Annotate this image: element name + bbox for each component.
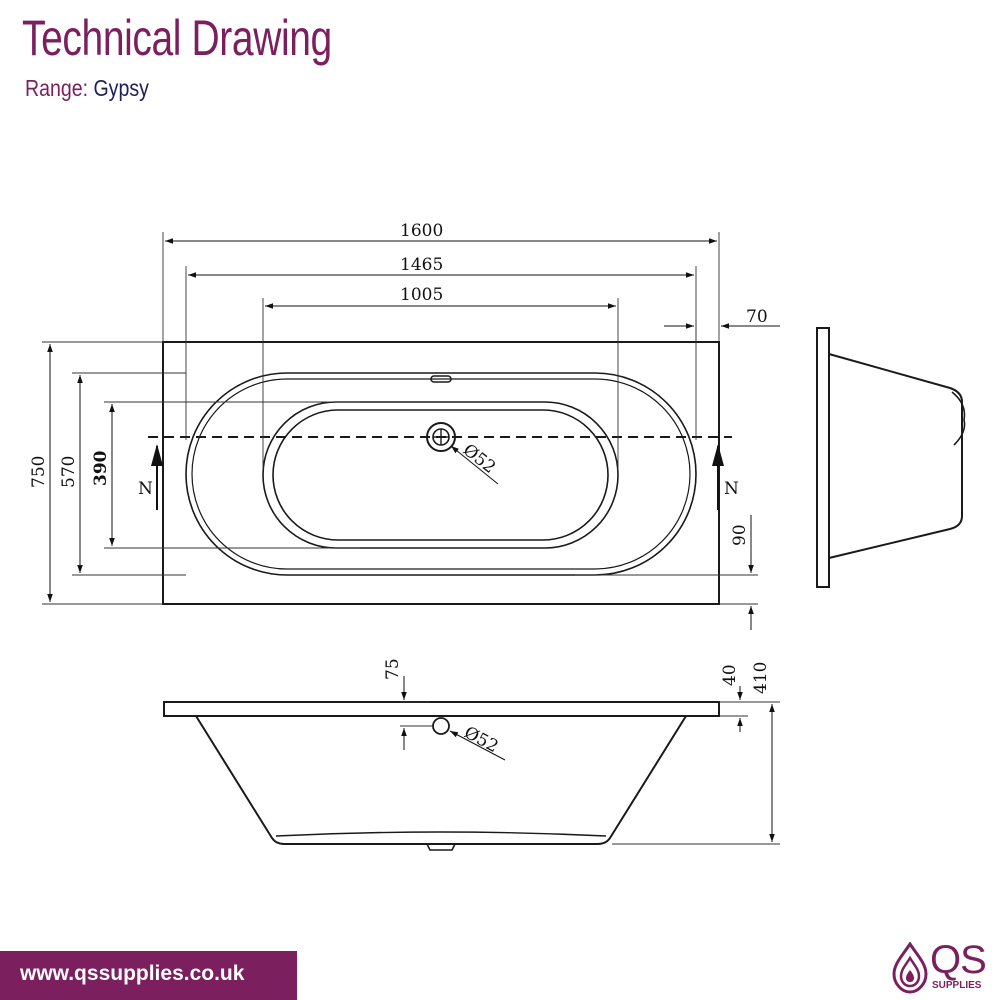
drop-icon <box>892 942 928 994</box>
end-view-rim <box>816 327 830 588</box>
dim-750: 750 <box>29 456 49 488</box>
range-value: Gypsy <box>93 75 149 101</box>
dim-410: 410 <box>751 662 771 694</box>
elevation-extension-lines <box>400 701 780 845</box>
plan-extension-lines <box>42 232 758 605</box>
overflow-slot <box>430 375 452 383</box>
waste-diameter-label: Ø52 <box>459 440 499 478</box>
plan-inner-oval <box>191 378 691 570</box>
dim-1465: 1465 <box>400 255 443 275</box>
dim-90: 90 <box>730 524 750 546</box>
page-title: Technical Drawing <box>22 10 332 66</box>
website-link[interactable]: www.qssupplies.co.uk <box>20 962 245 985</box>
elevation-waste <box>426 843 456 851</box>
end-view-body <box>828 353 963 559</box>
plan-base-oval <box>262 401 619 549</box>
end-view <box>816 327 966 588</box>
section-marker-right-label: N <box>724 479 739 499</box>
logo-subtext: SUPPLIES <box>932 980 982 991</box>
logo-text: QS <box>930 938 987 982</box>
section-marker-left <box>151 444 163 510</box>
dim-70: 70 <box>746 307 768 327</box>
footer-bar <box>0 951 297 1000</box>
dim-1005: 1005 <box>400 285 443 305</box>
elevation-rim <box>163 701 720 717</box>
plan-view <box>148 341 732 605</box>
range-line: Range: Gypsy <box>25 74 149 102</box>
dim-390: 390 <box>91 450 111 486</box>
elevation-overflow <box>432 717 450 735</box>
waste-leader <box>450 445 499 485</box>
dim-570: 570 <box>59 456 79 488</box>
elevation-body <box>195 715 687 845</box>
overflow-diameter-label: Ø52 <box>461 723 502 757</box>
section-marker-left-label: N <box>138 479 153 499</box>
dim-75: 75 <box>383 658 403 680</box>
overflow-leader <box>449 730 506 761</box>
dim-1600: 1600 <box>400 221 443 241</box>
range-label: Range: <box>25 75 89 101</box>
elevation-view <box>163 701 720 851</box>
plan-base-inner-oval <box>272 409 609 541</box>
section-marker-right <box>712 444 724 510</box>
plan-top-oval <box>185 372 697 576</box>
dim-40: 40 <box>720 664 740 686</box>
brand-logo: QS SUPPLIES <box>888 938 998 998</box>
